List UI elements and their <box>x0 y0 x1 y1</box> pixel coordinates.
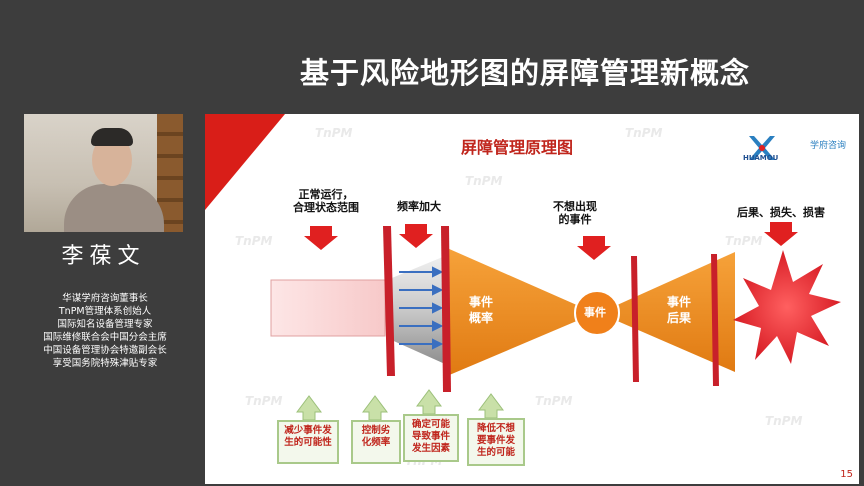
measure-box-reduce-possibility: 减少事件发 生的可能性 <box>277 420 339 464</box>
presenter-body <box>64 184 164 232</box>
down-arrow-icon <box>577 236 611 260</box>
watermark: TnPM <box>235 234 273 248</box>
label-line: 后果 <box>667 311 692 325</box>
label-line: 事件 <box>667 295 692 309</box>
presenter-video <box>24 114 183 232</box>
presenter-hair <box>91 128 133 146</box>
box-line: 导致事件 <box>411 431 450 442</box>
watermark: TnPM <box>465 174 503 188</box>
measure-box-lower-unwanted: 降低不想 要事件发 生的可能 <box>467 418 525 466</box>
box-line: 确定可能 <box>411 419 450 430</box>
speaker-name: 李葆文 <box>61 244 146 269</box>
box-line: 控制劣 <box>361 425 391 436</box>
label-unwanted-event: 不想出现 的事件 <box>553 200 597 226</box>
box-line: 要事件发 <box>476 435 515 446</box>
bio-line: 中国设备管理协会特邀副会长 <box>43 345 167 356</box>
xuefu-logo-text: 学府咨询 <box>810 141 847 151</box>
label-normal-operation: 正常运行， 合理状态范围 <box>293 188 359 214</box>
box-line: 生的可能性 <box>284 437 332 448</box>
label-line: 不想出现 <box>553 200 597 213</box>
huamou-logo <box>749 136 775 160</box>
watermark: TnPM <box>765 414 803 428</box>
label-line: 事件 <box>469 295 494 309</box>
page-number: 15 <box>840 469 853 480</box>
slide: TnPM TnPM TnPM TnPM TnPM TnPM TnPM TnPM … <box>205 114 859 484</box>
box-line: 化频率 <box>361 437 391 448</box>
label-event-consequence: 事件 后果 <box>667 294 691 326</box>
label-event: 事件 <box>584 306 606 319</box>
box-line: 发生因素 <box>411 443 450 454</box>
down-arrow-icon <box>764 222 798 246</box>
box-line: 减少事件发 <box>284 425 332 436</box>
measure-box-control-deterioration: 控制劣 化频率 <box>351 420 401 464</box>
slide-title: 屏障管理原理图 <box>461 138 574 157</box>
bio-line: 享受国务院特殊津贴专家 <box>52 358 158 369</box>
bio-line: 国际知名设备管理专家 <box>57 319 153 330</box>
down-arrow-icon <box>399 224 433 248</box>
barrier-diagram <box>270 222 841 421</box>
label-consequence: 后果、损失、损害 <box>737 206 825 219</box>
box-line: 生的可能 <box>476 447 515 458</box>
watermark: TnPM <box>245 394 283 408</box>
watermark: TnPM <box>535 394 573 408</box>
label-line: 的事件 <box>558 213 592 226</box>
label-event-probability: 事件 概率 <box>469 294 493 326</box>
label-line: 概率 <box>469 311 494 325</box>
label-line: 合理状态范围 <box>293 201 359 214</box>
watermark: TnPM <box>625 126 663 140</box>
bio-line: TnPM管理体系创始人 <box>58 306 152 317</box>
page-title: 基于风险地形图的屏障管理新概念 <box>300 56 751 90</box>
watermark: TnPM <box>725 234 763 248</box>
label-line: 正常运行， <box>298 188 354 201</box>
corner-triangle <box>205 114 285 210</box>
watermark: TnPM <box>315 126 353 140</box>
box-line: 降低不想 <box>476 423 515 434</box>
speaker-bio: 华谋学府咨询董事长 TnPM管理体系创始人 国际知名设备管理专家 国际维修联合会… <box>20 292 190 370</box>
down-arrow-icon <box>304 226 338 250</box>
bio-line: 华谋学府咨询董事长 <box>62 293 148 304</box>
label-frequency: 频率加大 <box>397 200 441 213</box>
measure-box-identify-factors: 确定可能 导致事件 发生因素 <box>403 414 459 462</box>
bio-line: 国际维修联合会中国分会主席 <box>43 332 167 343</box>
huamou-logo-text: HUAMOU <box>743 154 779 162</box>
